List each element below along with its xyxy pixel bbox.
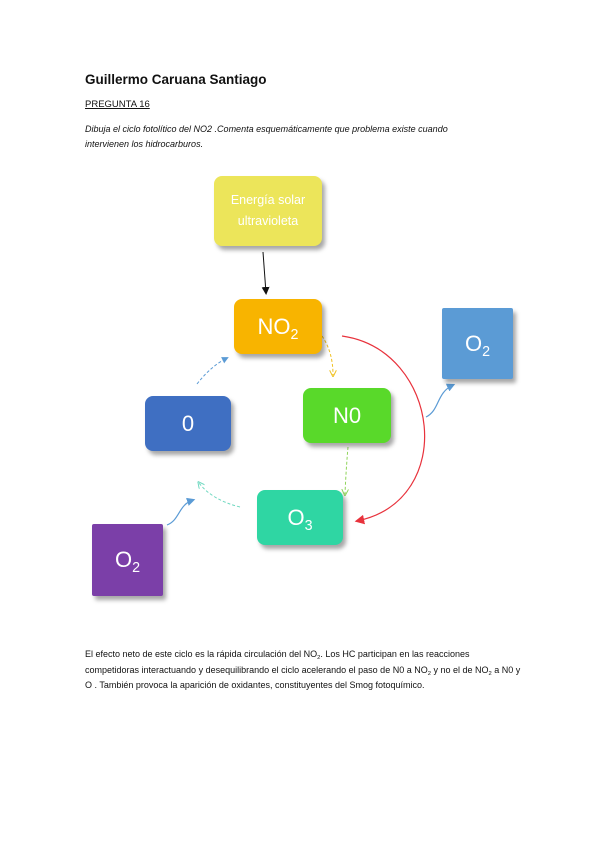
author-name: Guillermo Caruana Santiago [85, 72, 267, 87]
no2-label: NO2 [257, 313, 299, 343]
o2-right-box: O2 [442, 308, 513, 379]
no-box: N0 [303, 388, 391, 443]
energy-to-no2-arrow [261, 251, 270, 295]
o3-to-o-arrow [199, 483, 241, 508]
prompt-line-1: Dibuja el ciclo fotolítico del NO2 .Come… [85, 124, 448, 134]
o-label: 0 [181, 410, 195, 436]
o2-right-label: O2 [464, 330, 491, 360]
o2-left-label: O2 [114, 547, 141, 576]
no-label: N0 [332, 402, 362, 428]
o3-label: O3 [287, 504, 313, 534]
energy-label-line-2: ultravioleta [237, 214, 299, 228]
question-label: PREGUNTA 16 [85, 99, 150, 110]
o-to-no2-arrow [196, 357, 229, 385]
energy-label-line-1: Energía solar [230, 193, 306, 207]
prompt-line-2: intervienen los hidrocarburos. [85, 139, 204, 149]
o2-left-box: O2 [92, 524, 163, 596]
no-to-o3-arrow [345, 446, 348, 494]
explanation-paragraph: El efecto neto de este ciclo es la rápid… [85, 649, 521, 690]
no-to-o2-arrow [425, 383, 456, 418]
question-prompt: Dibuja el ciclo fotolítico del NO2 .Come… [85, 122, 525, 152]
o2-to-o3-arrow [166, 497, 196, 526]
no2-box: NO2 [234, 299, 322, 354]
o3-box: O3 [257, 490, 343, 545]
no2-to-no-arrow [321, 335, 333, 375]
red-curve-arrow [341, 335, 426, 525]
energy-box: Energía solar ultravioleta [214, 176, 322, 246]
o-box: 0 [145, 396, 231, 451]
